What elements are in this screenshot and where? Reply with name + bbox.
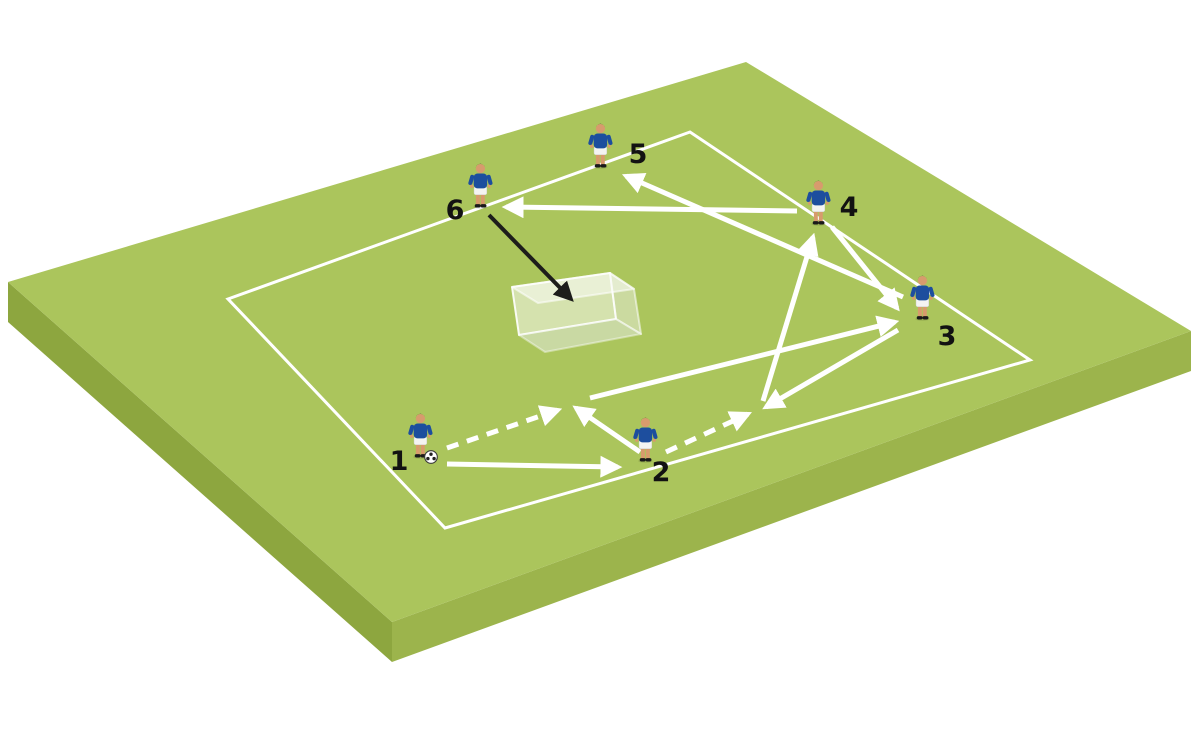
pass-3-to-5 — [621, 172, 905, 300]
shot-6-to-goal — [487, 213, 574, 302]
run-player-2 — [664, 411, 752, 455]
player-number-label: 3 — [938, 321, 957, 352]
pass-2-to-1 — [572, 405, 642, 455]
pass-1-to-2 — [446, 455, 623, 478]
goal-layer — [511, 272, 642, 353]
pass-2-to-4 — [760, 232, 819, 402]
player-layer — [407, 123, 936, 464]
pass-4-to-6 — [501, 196, 798, 219]
pitch-boundary-line — [225, 130, 1034, 530]
pass-3-to-2 — [762, 327, 900, 410]
soccer-ball — [424, 450, 438, 464]
goal-ground-net — [518, 318, 642, 353]
field-side-front-face — [392, 331, 1191, 662]
field-surface — [8, 62, 1191, 622]
label-layer: 1 2 3 4 5 6 — [390, 139, 957, 488]
player-number-label: 1 — [390, 446, 409, 477]
pass-4-to-3 — [830, 225, 900, 312]
player-number-label: 5 — [629, 139, 648, 170]
player-number-label: 2 — [652, 457, 671, 488]
pass-1-to-3 — [589, 315, 900, 401]
field-side-left-face — [8, 282, 392, 662]
player-number-label: 6 — [446, 195, 465, 226]
player-number-label: 4 — [840, 192, 859, 223]
field-layer — [8, 62, 1191, 662]
arrow-layer — [446, 172, 905, 478]
